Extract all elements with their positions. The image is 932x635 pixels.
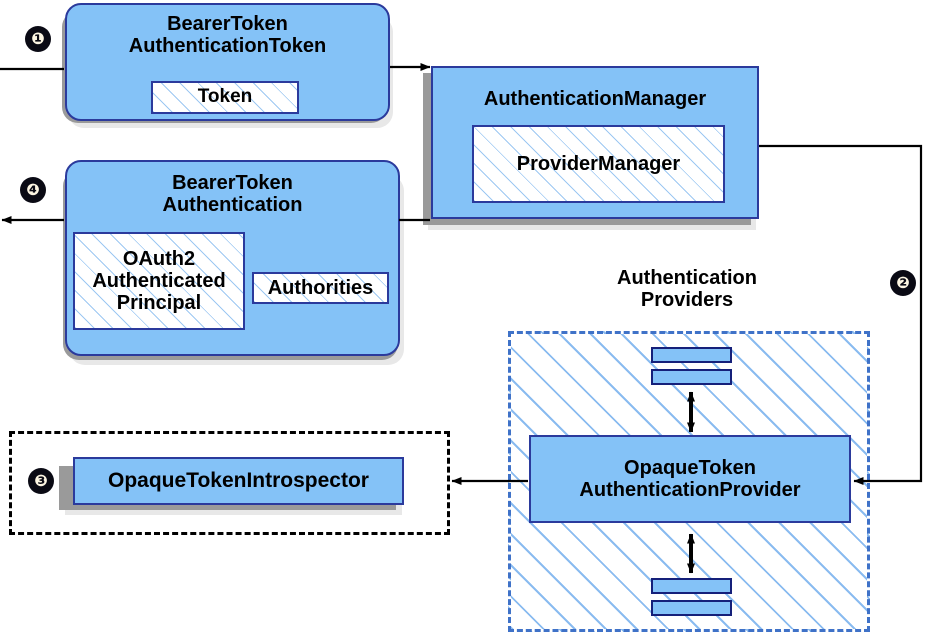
provider-bar-top-2	[651, 369, 732, 385]
node-opaque-token-introspector-title: OpaqueTokenIntrospector	[108, 469, 369, 493]
chip-token: Token	[151, 81, 299, 114]
node-opaque-token-introspector[interactable]: OpaqueTokenIntrospector	[73, 457, 404, 505]
badge-step-4: ❹	[20, 177, 46, 203]
provider-bar-top-1	[651, 347, 732, 363]
provider-bar-bottom-1	[651, 578, 732, 594]
provider-bar-bottom-2	[651, 600, 732, 616]
node-bearer-token-authentication-token[interactable]: BearerToken AuthenticationToken Token	[65, 3, 390, 121]
authentication-providers-caption: Authentication Providers	[617, 267, 757, 312]
node-authentication-manager[interactable]: AuthenticationManager ProviderManager	[431, 66, 759, 219]
badge-step-1: ❶	[25, 26, 51, 52]
node-bearer-token-authentication-token-title: BearerToken AuthenticationToken	[128, 13, 327, 58]
node-bearer-token-authentication-title: BearerToken Authentication	[162, 172, 303, 217]
node-opaque-token-authentication-provider[interactable]: OpaqueToken AuthenticationProvider	[529, 435, 851, 523]
badge-step-3: ❸	[28, 468, 54, 494]
node-bearer-token-authentication[interactable]: BearerToken Authentication OAuth2 Authen…	[65, 160, 400, 356]
introspector-group	[9, 431, 450, 535]
node-authentication-manager-title: AuthenticationManager	[483, 88, 707, 110]
badge-step-2: ❷	[890, 270, 916, 296]
node-opaque-token-authentication-provider-title: OpaqueToken AuthenticationProvider	[579, 456, 801, 501]
chip-provider-manager: ProviderManager	[472, 125, 725, 203]
chip-oauth2-authenticated-principal: OAuth2 Authenticated Principal	[73, 232, 245, 330]
chip-authorities: Authorities	[252, 272, 389, 304]
